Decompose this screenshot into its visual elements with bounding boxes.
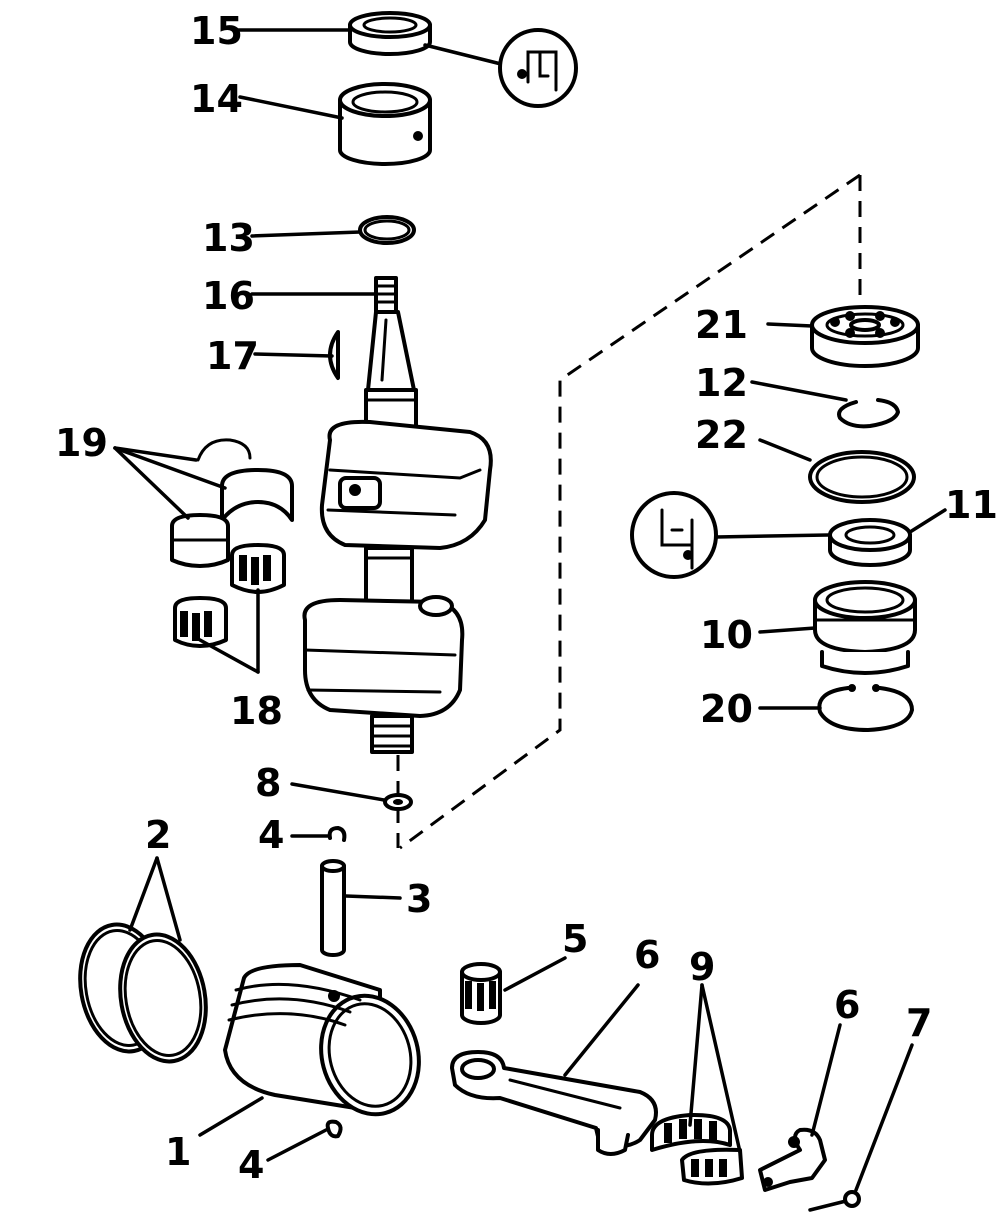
seal-lip-up-icon	[423, 28, 578, 108]
rod-cap-6	[758, 1127, 827, 1192]
clip-4-upper	[327, 826, 347, 842]
washer-8	[383, 793, 413, 811]
piston-1	[223, 963, 421, 1117]
label-6-rod: 6	[634, 933, 660, 977]
bearing-housing-14	[338, 82, 432, 166]
label-10: 10	[700, 613, 753, 657]
label-11: 11	[945, 483, 998, 527]
connecting-rod-6	[450, 1050, 658, 1156]
bearing-halves-19	[170, 438, 294, 568]
needle-bearing-5	[460, 962, 502, 1025]
clip-4-lower	[325, 1119, 343, 1139]
label-16: 16	[202, 274, 255, 318]
screw-7	[808, 1190, 861, 1212]
label-13: 13	[202, 216, 255, 260]
label-12: 12	[695, 361, 748, 405]
label-4-lower: 4	[238, 1143, 264, 1187]
label-20: 20	[700, 687, 753, 731]
label-6-cap: 6	[834, 983, 860, 1027]
label-14: 14	[190, 77, 243, 121]
label-1: 1	[165, 1130, 191, 1174]
ring-13	[358, 215, 416, 245]
label-22: 22	[695, 413, 748, 457]
piston-rings-2	[78, 922, 208, 1064]
seal-15	[348, 11, 432, 56]
label-5: 5	[562, 917, 588, 961]
leader-lines	[113, 28, 947, 1192]
needle-bearings-18	[173, 543, 286, 648]
label-21: 21	[695, 303, 748, 347]
o-ring-22	[808, 450, 916, 504]
label-17: 17	[206, 334, 259, 378]
needle-bearings-9	[650, 1112, 744, 1186]
label-3: 3	[406, 877, 432, 921]
seal-lip-down-icon	[630, 491, 830, 579]
label-19: 19	[55, 421, 108, 465]
alignment-dashed-lines	[396, 173, 862, 850]
label-8: 8	[255, 761, 281, 805]
label-2: 2	[145, 813, 171, 857]
label-18: 18	[230, 689, 283, 733]
label-9: 9	[689, 945, 715, 989]
woodruff-key-17	[328, 330, 340, 380]
retaining-ring-20	[817, 684, 914, 732]
seal-11	[828, 518, 912, 567]
ball-bearing-21	[810, 305, 920, 368]
wrist-pin-3	[320, 859, 346, 957]
label-15: 15	[190, 9, 243, 53]
snap-ring-12	[837, 398, 900, 429]
label-4-upper: 4	[258, 813, 284, 857]
part-labels: 15 14 13 16 17 19 18 21 12 22 11 10 20 8…	[55, 9, 998, 1187]
label-7: 7	[906, 1001, 932, 1045]
bearing-cup-10	[813, 580, 917, 675]
crankshaft-16	[302, 276, 493, 754]
